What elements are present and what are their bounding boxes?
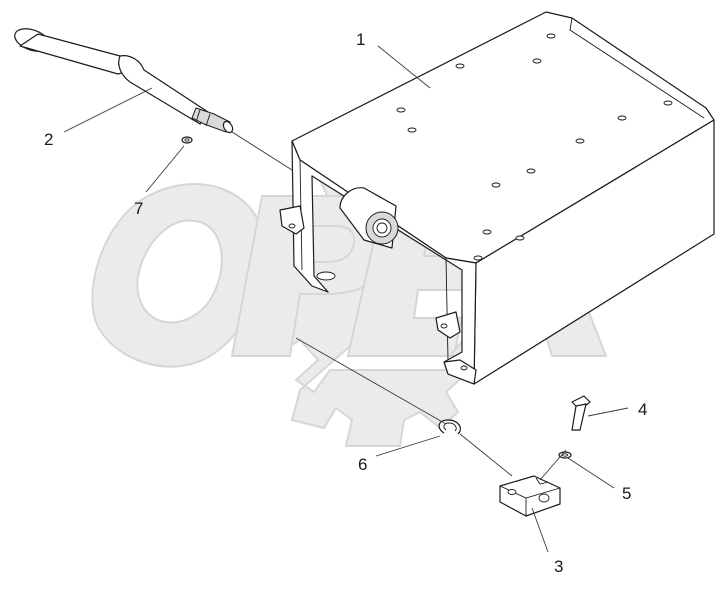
leader-1: [377, 45, 431, 89]
small-washer: [181, 136, 193, 144]
callout-leaders: [63, 45, 629, 553]
leader-4: [587, 407, 629, 417]
guide-line-lever: [231, 131, 293, 171]
callout-5: 5: [622, 484, 631, 503]
clamp-block: [499, 475, 561, 517]
callout-1: 1: [356, 30, 365, 49]
leader-7: [145, 145, 185, 193]
callout-2: 2: [44, 130, 53, 149]
guide-line-washer: [539, 449, 567, 481]
box-housing: [279, 11, 715, 385]
leader-2: [63, 87, 153, 133]
callout-4: 4: [638, 400, 647, 419]
guide-line-clamp: [459, 433, 513, 477]
bolt: [571, 395, 591, 431]
guide-line-ring: [295, 337, 447, 425]
leader-6: [375, 435, 441, 457]
assembly-guide-lines: [231, 131, 567, 481]
hand-lever: [14, 28, 234, 134]
callout-7: 7: [134, 199, 143, 218]
callout-labels: 1 2 3 4 5 6 7: [44, 30, 647, 576]
leader-3: [531, 507, 549, 553]
callout-6: 6: [358, 455, 367, 474]
leader-5: [567, 457, 615, 489]
callout-3: 3: [554, 557, 563, 576]
washer: [558, 451, 572, 459]
